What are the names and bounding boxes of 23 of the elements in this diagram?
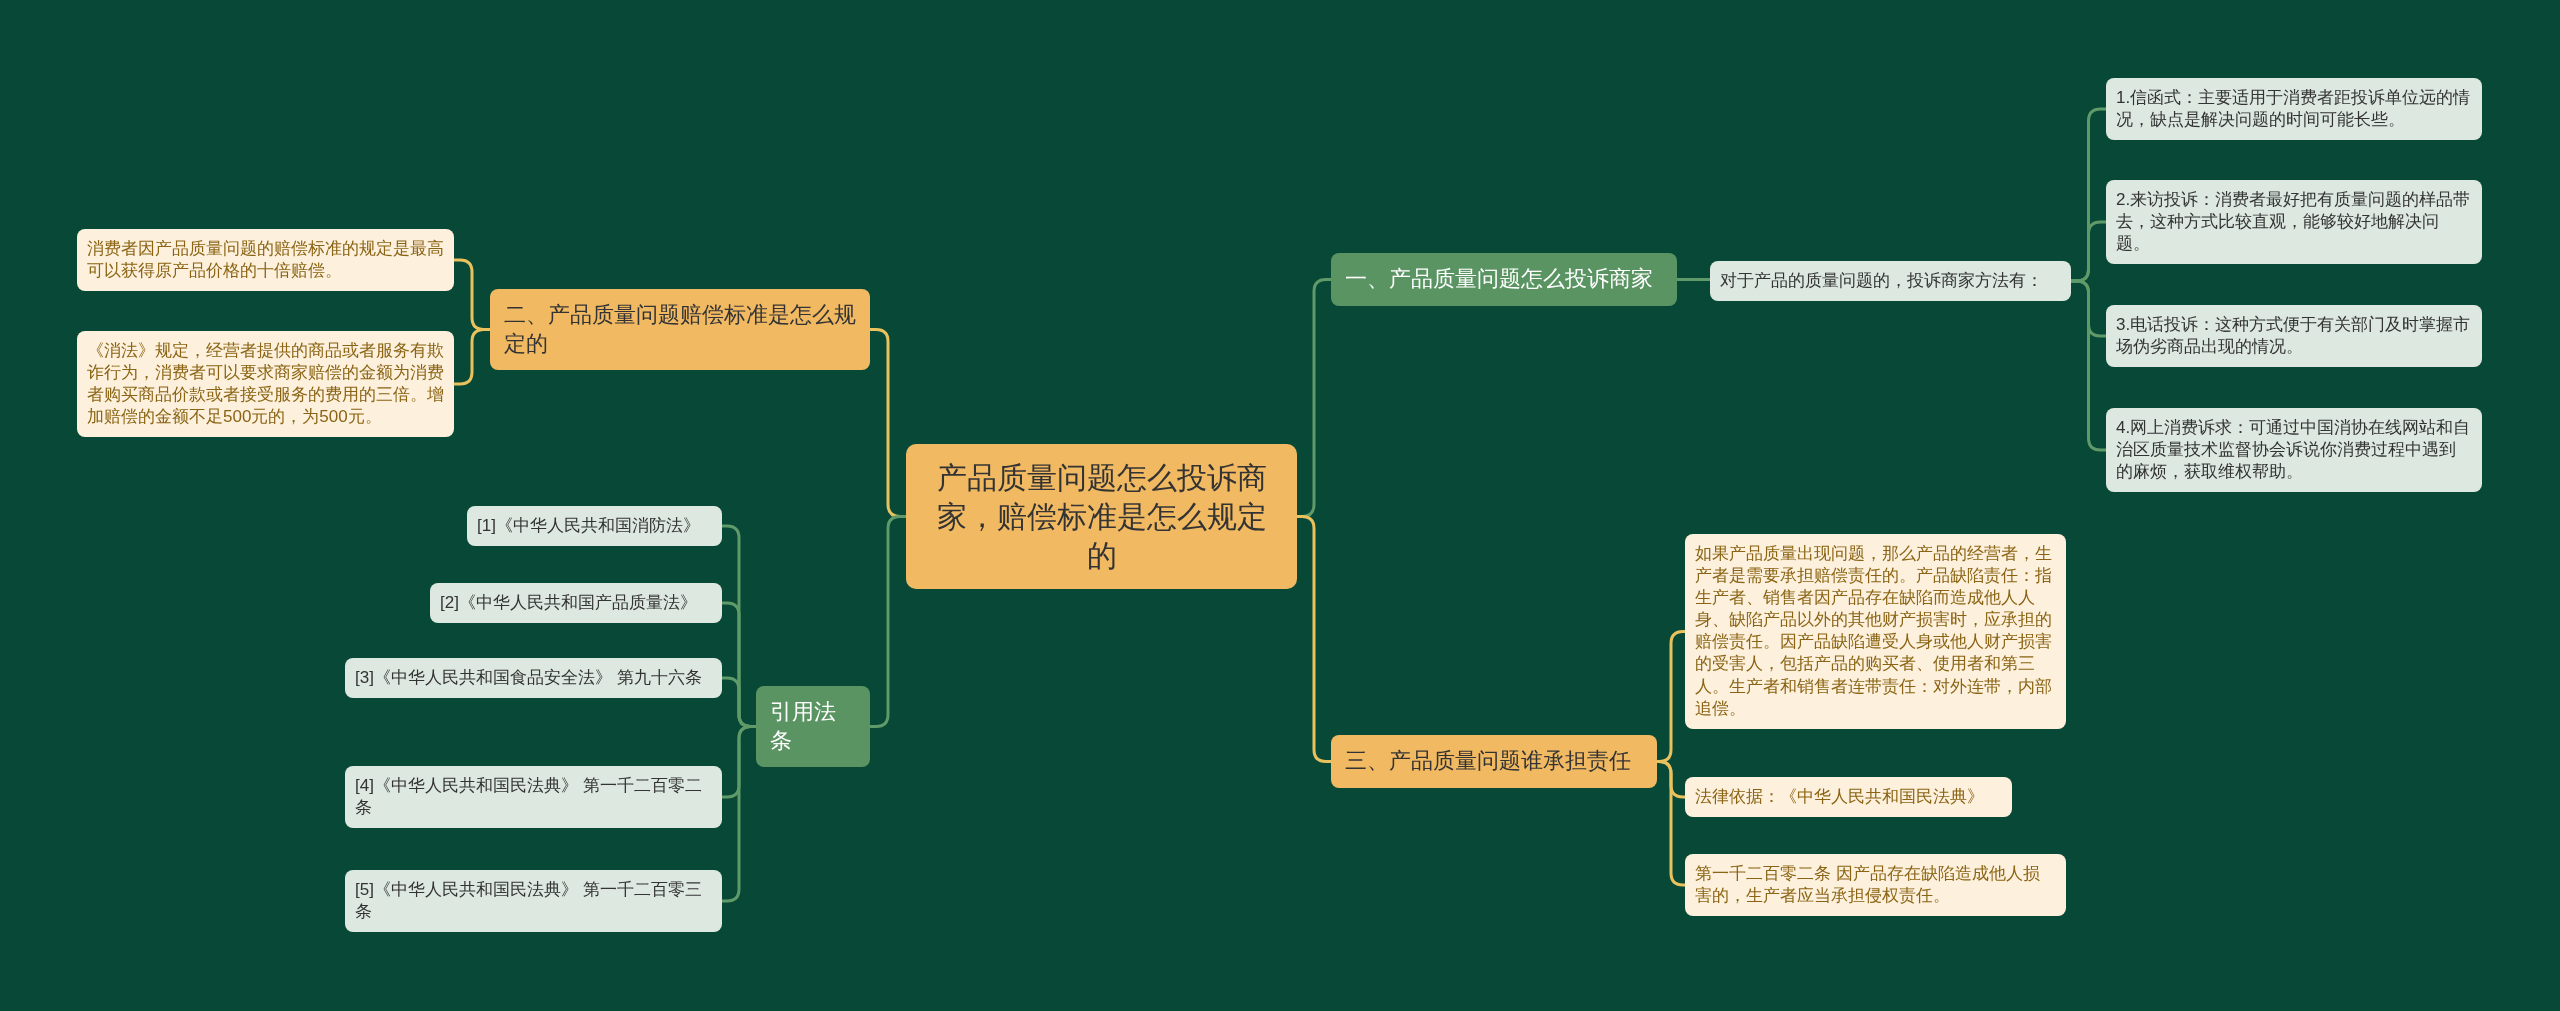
subtopic-box: 如果产品质量出现问题，那么产品的经营者，生产者是需要承担赔偿责任的。产品缺陷责任：指生产者、销售者因产品存在缺陷而造成他人人身、缺陷产品以外的其他财产损害时，应承担的赔偿责任。因产品缺陷遭受人身或他人财产损害的受害人，包括产品的购买者、使用者和第三人。生产者和销售者连带责任：对外连带，内部追偿。	[1685, 534, 2066, 729]
connector-line	[870, 515, 906, 728]
subtopic-box: 法律依据：《中华人民共和国民法典》	[1685, 777, 2012, 818]
branch-topic-box: 引用法条	[756, 686, 870, 768]
root-topic-box: 产品质量问题怎么投诉商家，赔偿标准是怎么规定的	[906, 444, 1297, 589]
subtopic-box: 《消法》规定，经营者提供的商品或者服务有欺诈行为，消费者可以要求商家赔偿的金额为消费者购买商品价款或者接受服务的费用的三倍。增加赔偿的金额不足500元的，为500元。	[77, 331, 454, 438]
connector-line	[1656, 760, 1686, 887]
subtopic-box: [3]《中华人民共和国食品安全法》 第九十六条	[345, 658, 722, 699]
subtopic-box: 2.来访投诉：消费者最好把有质量问题的样品带去，这种方式比较直观，能够较好地解决问题。	[2106, 180, 2482, 265]
subtopic-box: 3.电话投诉：这种方式便于有关部门及时掌握市场伪劣商品出现的情况。	[2106, 305, 2482, 368]
subtopic-box: 4.网上消费诉求：可通过中国消协在线网站和自治区质量技术监督协会诉说你消费过程中遇到的麻烦，获取维权帮助。	[2106, 408, 2482, 493]
branch-topic-box: 一、产品质量问题怎么投诉商家	[1331, 253, 1677, 306]
subtopic-box: 1.信函式：主要适用于消费者距投诉单位远的情况，缺点是解决问题的时间可能长些。	[2106, 78, 2482, 141]
subtopic-box: [2]《中华人民共和国产品质量法》	[430, 583, 722, 624]
subtopic-box: [4]《中华人民共和国民法典》 第一千二百零二条	[345, 766, 722, 829]
subtopic-box: 对于产品的质量问题的，投诉商家方法有：	[1710, 261, 2071, 302]
connector-line	[1677, 278, 1710, 281]
branch-topic-box: 二、产品质量问题赔偿标准是怎么规定的	[490, 289, 870, 371]
subtopic-box: 消费者因产品质量问题的赔偿标准的规定是最高可以获得原产品价格的十倍赔偿。	[77, 229, 454, 292]
branch-topic-box: 三、产品质量问题谁承担责任	[1331, 735, 1657, 788]
subtopic-box: [1]《中华人民共和国消防法》	[467, 506, 722, 547]
subtopic-box: [5]《中华人民共和国民法典》 第一千二百零三条	[345, 870, 722, 933]
subtopic-box: 第一千二百零二条 因产品存在缺陷造成他人损害的，生产者应当承担侵权责任。	[1685, 854, 2066, 917]
